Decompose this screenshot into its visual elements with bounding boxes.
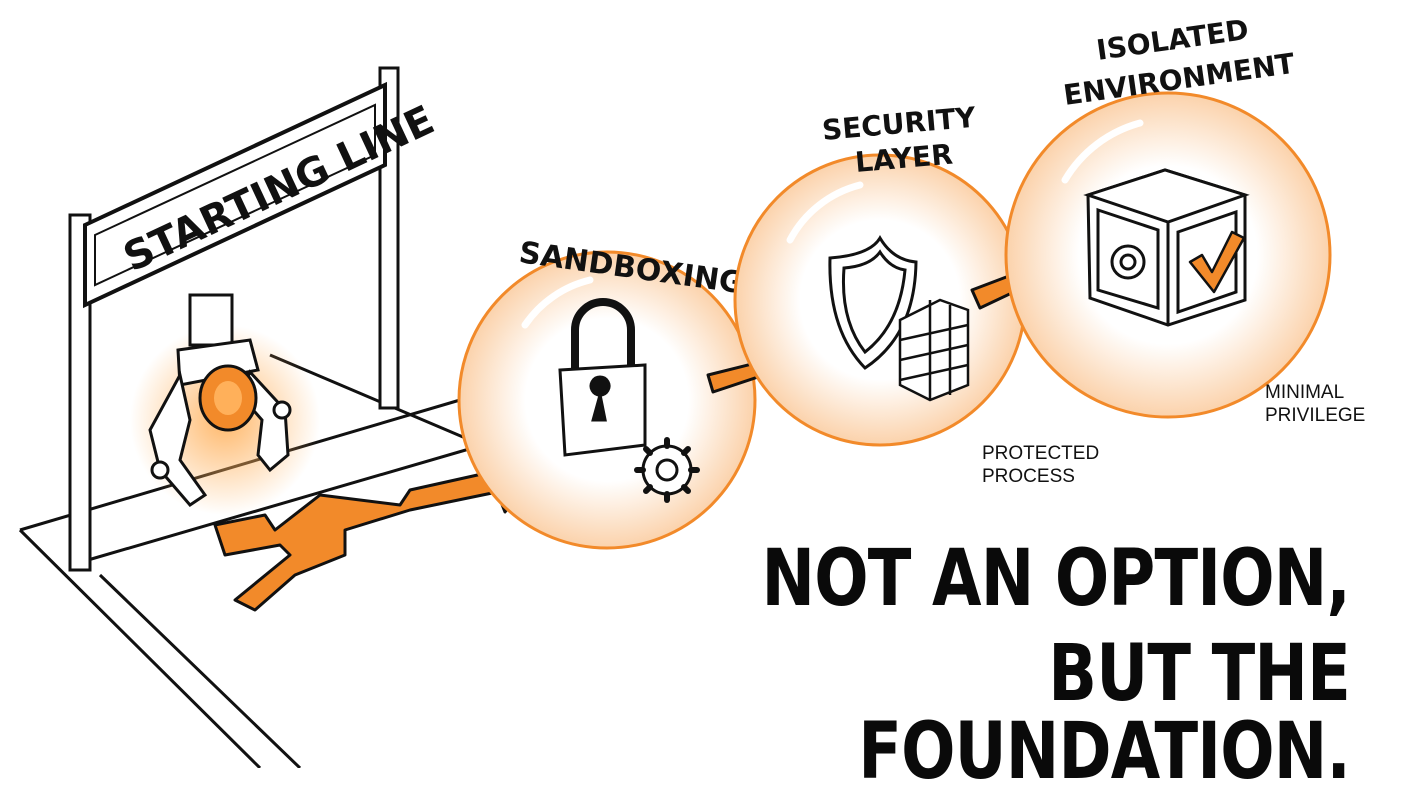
isolated-environment-stage: ISOLATED ENVIRONMENT MINIMAL PRIVILEGE xyxy=(1004,13,1365,426)
security-layer-stage: SECURITY LAYER PROTECTED PROCESS xyxy=(733,101,1099,487)
isolated-note-line2: PRIVILEGE xyxy=(1265,405,1365,426)
security-note-line1: PROTECTED xyxy=(982,443,1099,464)
firewall-icon xyxy=(898,298,970,402)
headline-line2: BUT THE FOUNDATION. xyxy=(858,629,1351,797)
checkmark-icon xyxy=(1188,230,1246,294)
shield-icon xyxy=(828,235,918,370)
gear-icon xyxy=(634,437,700,503)
isolated-note-line1: MINIMAL xyxy=(1265,382,1344,403)
diagram-canvas: STARTING LINE xyxy=(18,13,1365,768)
padlock-icon xyxy=(558,298,647,457)
sandboxing-stage: SANDBOXING xyxy=(457,235,757,550)
starting-line-gate: STARTING LINE xyxy=(68,66,441,572)
headline-line1: NOT AN OPTION, xyxy=(761,534,1351,624)
security-title-line1: SECURITY xyxy=(821,101,978,147)
security-note-line2: PROCESS xyxy=(982,466,1075,487)
robot-gripper-icon xyxy=(130,293,320,515)
safe-icon xyxy=(1083,168,1250,327)
